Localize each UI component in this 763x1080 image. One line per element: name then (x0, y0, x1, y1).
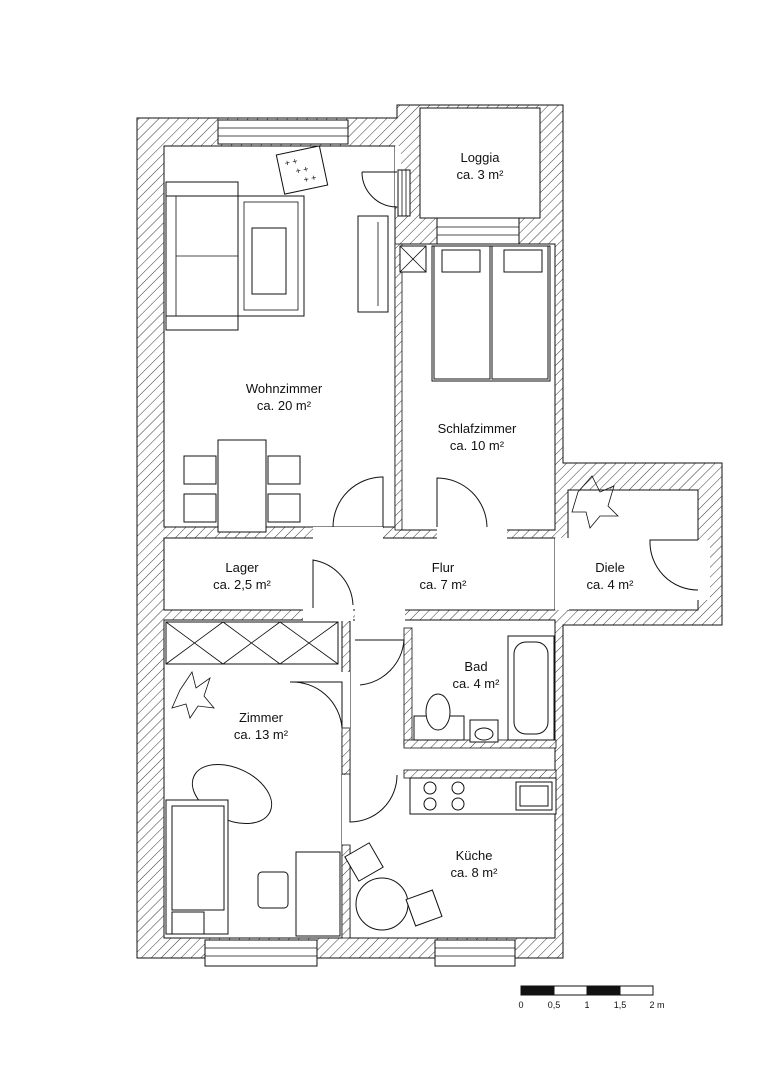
room-name-loggia: Loggia (460, 150, 500, 165)
plant (171, 671, 215, 719)
room-area-diele: ca. 4 m² (587, 577, 635, 592)
coffee-table (251, 227, 287, 295)
room-name-zimmer: Zimmer (239, 710, 284, 725)
room-name-lager: Lager (225, 560, 259, 575)
sofa (165, 181, 239, 329)
scale-tick-0: 0 (518, 1000, 523, 1010)
room-area-loggia: ca. 3 m² (457, 167, 505, 182)
desk (295, 851, 341, 937)
room-name-wohnzimmer: Wohnzimmer (246, 381, 323, 396)
room-area-wohnzimmer: ca. 20 m² (257, 398, 312, 413)
side-table (275, 145, 329, 195)
room-area-kueche: ca. 8 m² (451, 865, 499, 880)
room-name-diele: Diele (595, 560, 625, 575)
room-area-zimmer: ca. 13 m² (234, 727, 289, 742)
room-area-schlafzimmer: ca. 10 m² (450, 438, 505, 453)
windows (204, 119, 520, 967)
scale-tick-1: 1 (584, 1000, 589, 1010)
dining-table (217, 439, 267, 533)
desk-chair (257, 871, 289, 909)
hall-plant (571, 475, 619, 529)
room-name-kueche: Küche (456, 848, 493, 863)
svg-text:+ +: + + (284, 156, 299, 168)
doors (289, 171, 699, 823)
scale-bar: 0 0,5 1 1,5 2 m (518, 985, 665, 1010)
svg-text:+ +: + + (295, 164, 310, 176)
room-area-lager: ca. 2,5 m² (213, 577, 271, 592)
scale-tick-2m: 2 m (649, 1000, 664, 1010)
room-name-schlafzimmer: Schlafzimmer (438, 421, 517, 436)
svg-text:+ +: + + (303, 172, 318, 184)
furniture: + ++ ++ + (165, 145, 619, 937)
kitchen-table (355, 877, 409, 931)
shelf (357, 215, 389, 313)
room-labels: Loggia ca. 3 m² Wohnzimmer ca. 20 m² Sch… (213, 150, 634, 880)
scale-tick-0-5: 0,5 (548, 1000, 561, 1010)
scale-tick-1-5: 1,5 (614, 1000, 627, 1010)
room-area-flur: ca. 7 m² (420, 577, 468, 592)
room-name-flur: Flur (432, 560, 455, 575)
room-area-bad: ca. 4 m² (453, 676, 501, 691)
room-name-bad: Bad (464, 659, 487, 674)
